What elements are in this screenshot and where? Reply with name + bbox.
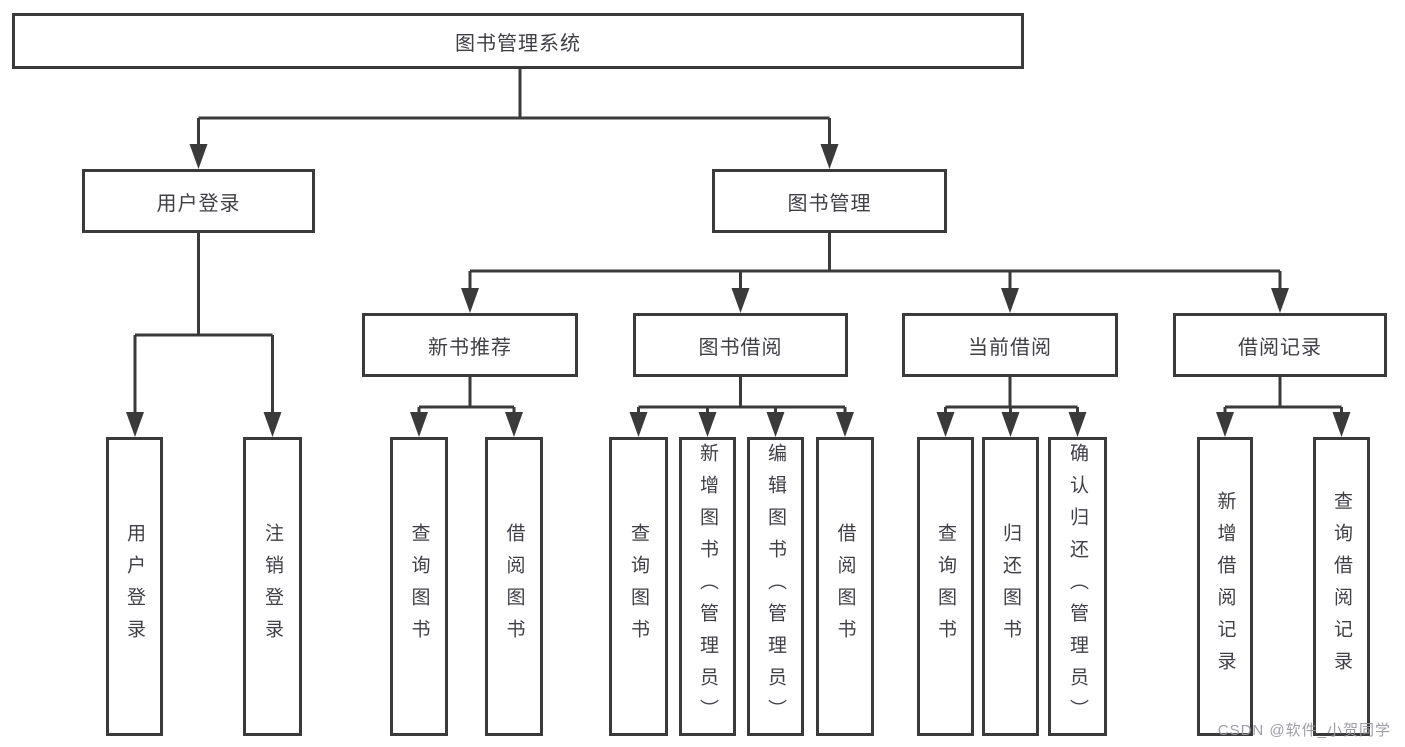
- leaf-label: 归还图书: [1000, 522, 1021, 651]
- leaf-add-book-admin: 新增图书（管理员）: [679, 437, 736, 736]
- leaf-confirm-return-admin: 确认归还（管理员）: [1048, 437, 1107, 736]
- node-user-login: 用户登录: [82, 169, 315, 233]
- leaf-label: 借阅图书: [503, 522, 525, 651]
- node-label: 图书管理: [787, 192, 872, 215]
- leaf-query-books-borrow: 查询图书: [609, 437, 668, 736]
- leaf-borrow-books: 借阅图书: [816, 437, 874, 736]
- leaf-label: 新增借阅记录: [1214, 490, 1236, 683]
- leaf-label: 用户登录: [124, 522, 145, 651]
- leaf-label: 注销登录: [262, 522, 283, 651]
- leaf-label: 查询图书: [408, 522, 430, 651]
- leaf-label: 确认归还（管理员）: [1067, 442, 1088, 731]
- node-label: 图书管理系统: [455, 32, 581, 55]
- leaf-label: 查询图书: [628, 522, 649, 651]
- leaf-add-borrow-record: 新增借阅记录: [1197, 437, 1253, 736]
- node-label: 借阅记录: [1238, 336, 1322, 359]
- node-label: 当前借阅: [968, 336, 1052, 359]
- leaf-label: 查询借阅记录: [1331, 490, 1352, 683]
- leaf-label: 借阅图书: [834, 522, 856, 651]
- node-label: 新书推荐: [428, 336, 512, 359]
- leaf-logout-login: 注销登录: [243, 437, 302, 736]
- node-label: 图书借阅: [698, 336, 783, 359]
- node-book-borrow: 图书借阅: [633, 313, 848, 377]
- leaf-query-books-recommend: 查询图书: [390, 437, 448, 736]
- leaf-query-books-current: 查询图书: [917, 437, 974, 736]
- node-borrow-records: 借阅记录: [1173, 313, 1387, 377]
- node-label: 用户登录: [156, 192, 241, 215]
- connector-trunks: [133, 69, 1343, 414]
- node-book-management: 图书管理: [712, 169, 947, 233]
- csdn-watermark: CSDN @软件_小贺同学: [1217, 722, 1391, 739]
- leaf-label: 编辑图书（管理员）: [765, 442, 786, 731]
- leaf-edit-book-admin: 编辑图书（管理员）: [747, 437, 804, 736]
- node-new-book-recommend: 新书推荐: [362, 313, 578, 377]
- leaf-borrow-books-recommend: 借阅图书: [485, 437, 543, 736]
- leaf-label: 查询图书: [935, 522, 956, 651]
- leaf-query-borrow-record: 查询借阅记录: [1313, 437, 1370, 736]
- arrowheads: [126, 144, 1351, 437]
- leaf-return-book: 归还图书: [982, 437, 1039, 736]
- leaf-label: 新增图书（管理员）: [697, 442, 718, 731]
- leaf-user-login: 用户登录: [106, 437, 163, 736]
- node-library-management-system: 图书管理系统: [12, 13, 1024, 69]
- node-current-borrow: 当前借阅: [902, 313, 1118, 377]
